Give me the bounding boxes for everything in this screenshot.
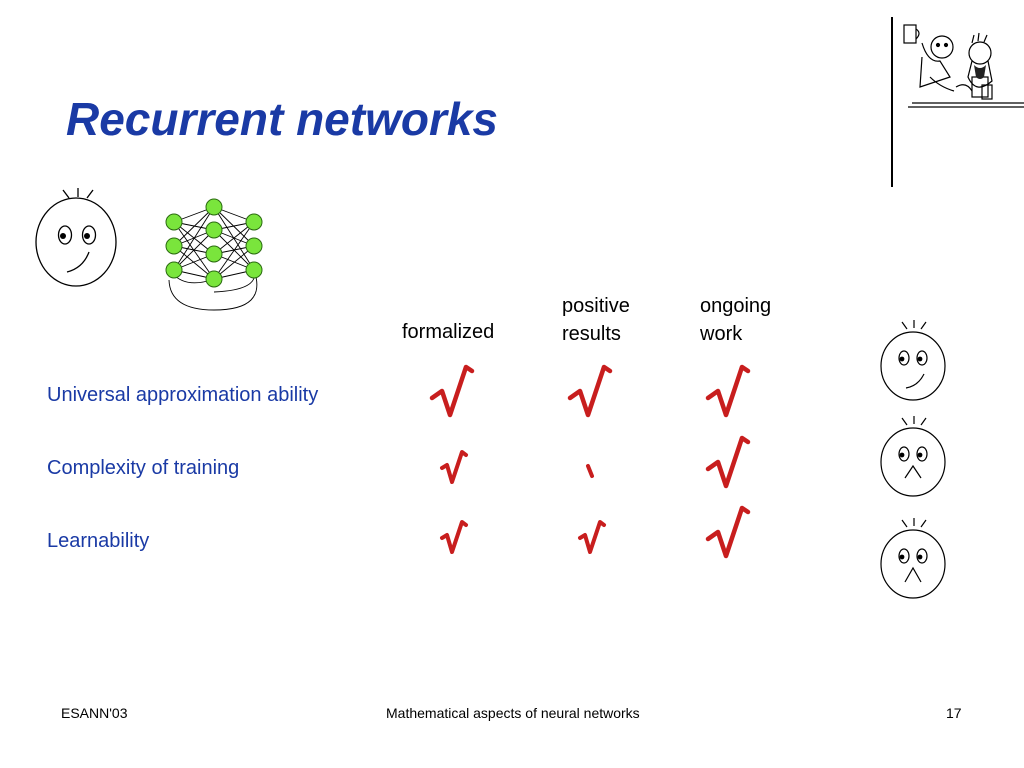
row-label-complexity-of-training: Complexity of training <box>47 457 240 479</box>
row-label-universal-approximation: Universal approximation ability <box>47 384 319 406</box>
footer-center: Mathematical aspects of neural networks <box>386 705 640 721</box>
page-title: Recurrent networks <box>66 93 499 145</box>
column-header-positive-results: positive results <box>562 295 630 345</box>
check-mark-icon <box>440 450 468 484</box>
frowning-face-icon <box>880 416 946 497</box>
page-number: 17 <box>946 705 962 721</box>
footer-left: ESANN'03 <box>61 705 128 721</box>
check-mark-icon <box>429 364 475 418</box>
smiling-face-icon <box>880 320 946 401</box>
cartoon-sketch-icon <box>903 24 1024 108</box>
check-mark-icon <box>586 464 594 478</box>
check-mark-icon <box>567 364 613 418</box>
check-mark-icon <box>705 364 751 418</box>
frowning-face-icon <box>880 518 946 599</box>
check-mark-icon <box>440 520 468 554</box>
recurrent-network-icon <box>165 198 263 311</box>
check-mark-icon <box>578 520 606 554</box>
column-header-formalized: formalized <box>402 321 495 343</box>
check-mark-icon <box>705 505 751 559</box>
check-mark-icon <box>705 435 751 489</box>
column-header-ongoing-work: ongoing work <box>700 295 772 345</box>
row-label-learnability: Learnability <box>47 530 150 552</box>
smiling-face-icon <box>35 188 117 287</box>
vertical-divider <box>891 17 893 187</box>
